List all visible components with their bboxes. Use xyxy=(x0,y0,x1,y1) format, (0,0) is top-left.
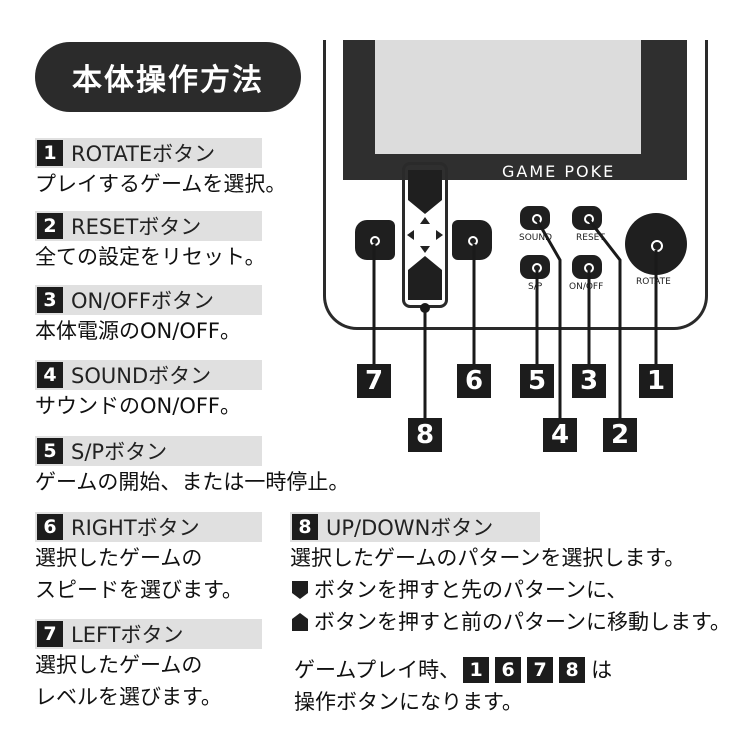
page-title: 本体操作方法 xyxy=(35,42,301,112)
section-number: 6 xyxy=(37,514,63,540)
section-desc: プレイするゲームを選択。 xyxy=(35,172,287,196)
section-desc: ボタンを押すと先のパターンに、 xyxy=(314,578,628,602)
section-desc-row: ボタンを押すと先のパターンに、 xyxy=(290,574,731,606)
section-number: 3 xyxy=(37,287,63,313)
section-number: 5 xyxy=(37,438,63,464)
callout-onoff: 3 xyxy=(572,364,606,398)
section-desc-row: ボタンを押すと前のパターンに移動します。 xyxy=(290,606,731,638)
note-num: 1 xyxy=(463,657,490,683)
section-updown: 8 UP/DOWNボタン 選択したゲームのパターンを選択します。 ボタンを押すと… xyxy=(290,512,731,638)
callout-left: 7 xyxy=(357,364,391,398)
section-number: 2 xyxy=(37,213,63,239)
section-sp: 5 S/Pボタン ゲームの開始、または一時停止。 xyxy=(35,436,349,498)
section-number: 4 xyxy=(37,362,63,388)
onoff-label: ON/OFF xyxy=(569,282,604,292)
control-note: ゲームプレイ時、 1 6 7 8 は 操作ボタンになります。 xyxy=(294,654,612,718)
section-desc: 本体電源のON/OFF。 xyxy=(35,319,242,343)
note-num: 6 xyxy=(495,657,522,683)
section-desc: ゲームの開始、または一時停止。 xyxy=(35,470,350,494)
callout-right: 6 xyxy=(457,364,491,398)
note-prefix: ゲームプレイ時、 xyxy=(294,658,461,682)
section-label: UP/DOWNボタン xyxy=(326,516,494,540)
note-line-2: 操作ボタンになります。 xyxy=(294,690,523,714)
section-header: 1 ROTATEボタン xyxy=(35,138,262,168)
section-number: 8 xyxy=(292,514,318,540)
reset-label: RESET xyxy=(576,233,605,243)
note-num: 8 xyxy=(559,657,586,683)
section-label: SOUNDボタン xyxy=(71,364,212,388)
section-left: 7 LEFTボタン 選択したゲームの レベルを選びます。 xyxy=(35,619,262,713)
up-pad-icon xyxy=(292,613,308,631)
section-label: ON/OFFボタン xyxy=(71,289,215,313)
callout-sp: 5 xyxy=(520,364,554,398)
section-header: 7 LEFTボタン xyxy=(35,619,262,649)
section-header: 4 SOUNDボタン xyxy=(35,360,262,390)
section-sound: 4 SOUNDボタン サウンドのON/OFF。 xyxy=(35,360,262,422)
up-button[interactable] xyxy=(408,170,442,214)
sound-label: SOUND xyxy=(519,233,553,243)
section-desc: レベルを選びます。 xyxy=(35,685,222,709)
section-right: 6 RIGHTボタン 選択したゲームの スピードを選びます。 xyxy=(35,512,262,606)
callout-reset: 2 xyxy=(603,418,637,452)
section-header: 6 RIGHTボタン xyxy=(35,512,262,542)
section-header: 8 UP/DOWNボタン xyxy=(290,512,540,542)
section-desc: 選択したゲームの xyxy=(35,653,203,677)
callout-updown: 8 xyxy=(408,418,442,452)
section-number: 7 xyxy=(37,621,63,647)
rotate-label: ROTATE xyxy=(636,277,671,287)
callout-sound: 4 xyxy=(543,418,577,452)
note-suffix: は xyxy=(591,658,613,682)
down-button[interactable] xyxy=(408,256,442,300)
device-body xyxy=(323,40,708,330)
section-number: 1 xyxy=(37,140,63,166)
section-label: ROTATEボタン xyxy=(71,142,216,166)
section-desc: ボタンを押すと前のパターンに移動します。 xyxy=(314,610,731,634)
down-pad-icon xyxy=(292,581,308,599)
note-num: 7 xyxy=(527,657,554,683)
section-desc: 選択したゲームの xyxy=(35,546,203,570)
section-reset: 2 RESETボタン 全ての設定をリセット。 xyxy=(35,211,266,273)
callout-rotate: 1 xyxy=(639,364,673,398)
device-screen xyxy=(375,40,641,154)
section-label: LEFTボタン xyxy=(71,623,184,647)
section-header: 2 RESETボタン xyxy=(35,211,262,241)
section-desc: 選択したゲームのパターンを選択します。 xyxy=(290,546,686,570)
section-desc: スピードを選びます。 xyxy=(35,578,243,602)
direction-arrows-icon xyxy=(407,217,443,253)
section-header: 5 S/Pボタン xyxy=(35,436,262,466)
section-label: S/Pボタン xyxy=(71,440,168,464)
section-desc: 全ての設定をリセット。 xyxy=(35,245,266,269)
section-onoff: 3 ON/OFFボタン 本体電源のON/OFF。 xyxy=(35,285,262,347)
sp-label: S/P xyxy=(528,282,543,292)
section-header: 3 ON/OFFボタン xyxy=(35,285,262,315)
section-label: RESETボタン xyxy=(71,215,202,239)
device-brand: GAME POKE xyxy=(502,162,616,181)
button-dot-icon xyxy=(584,214,594,224)
section-desc: サウンドのON/OFF。 xyxy=(35,394,242,418)
section-rotate: 1 ROTATEボタン プレイするゲームを選択。 xyxy=(35,138,286,200)
section-label: RIGHTボタン xyxy=(71,516,200,540)
note-line-1: ゲームプレイ時、 1 6 7 8 は xyxy=(294,654,612,686)
